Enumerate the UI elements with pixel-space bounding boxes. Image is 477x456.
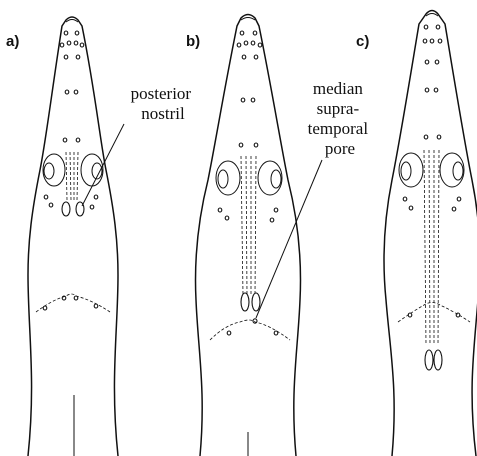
panel-a-eyes: [43, 154, 103, 186]
panel-b-eyes: [216, 161, 282, 195]
panel-a-label: a): [6, 33, 19, 50]
panel-c-nasal-canals: [424, 150, 439, 345]
panel-b: b): [186, 15, 301, 456]
annotation-median-supratemporal-pore-label: median supra- temporal pore: [308, 79, 373, 158]
panel-c-posterior-nostrils: [425, 350, 442, 370]
panel-b-label: b): [186, 33, 200, 50]
panel-c-snout-tip: [426, 14, 438, 17]
annotation-median-supratemporal-pore: median supra- temporal pore: [256, 79, 372, 318]
posterior-nostril-leader-line: [82, 124, 124, 206]
panel-b-nasal-canals: [241, 156, 256, 295]
panel-a-nasal-canals: [66, 152, 78, 200]
panel-a: a): [6, 17, 118, 456]
panel-a-snout-tip: [66, 20, 78, 23]
panel-c-label: c): [356, 33, 369, 50]
trunk-marks: [74, 395, 248, 456]
panel-a-head-pores: [43, 31, 98, 310]
panel-b-posterior-nostrils: [241, 293, 260, 311]
panel-b-head-outline: [196, 15, 301, 456]
panel-b-supratemporal-canal: [210, 320, 290, 340]
panel-c-head-outline: [384, 11, 477, 456]
panel-b-snout-tip: [241, 18, 255, 21]
panel-c: c): [356, 11, 477, 456]
panel-a-head-outline: [28, 17, 118, 456]
annotation-posterior-nostril-label: posterior nostril: [131, 84, 196, 123]
panel-a-posterior-nostrils: [62, 202, 84, 216]
panel-c-eyes: [399, 153, 464, 187]
annotation-posterior-nostril: posterior nostril: [82, 84, 195, 206]
